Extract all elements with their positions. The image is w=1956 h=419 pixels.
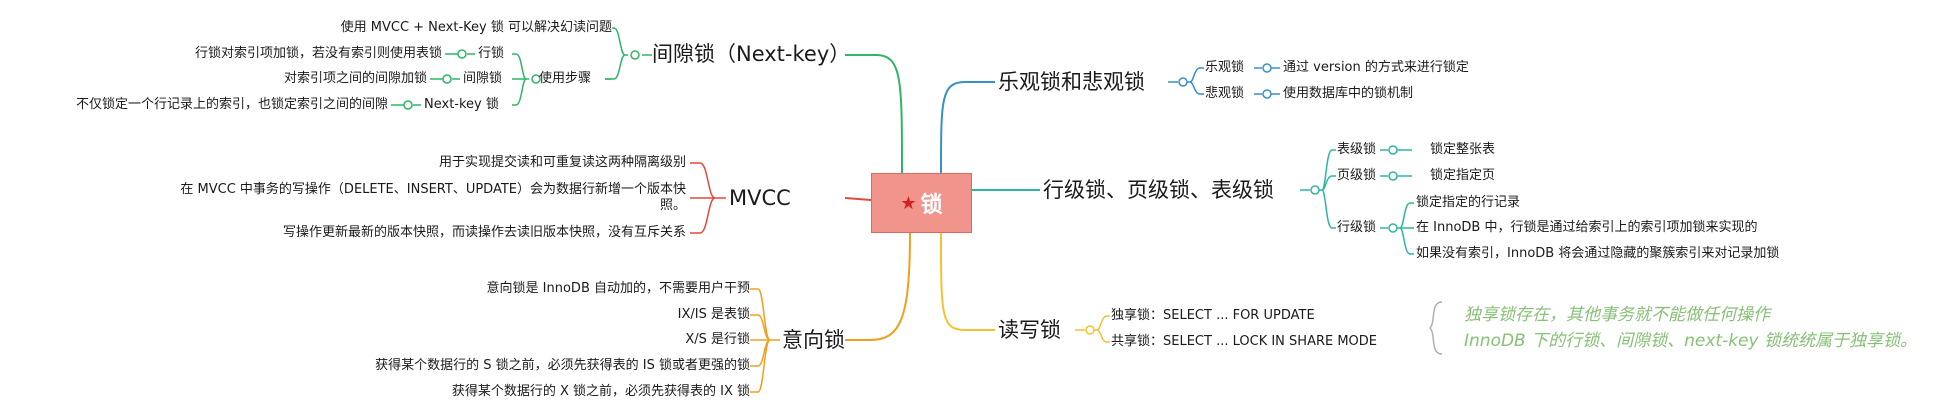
branch-intent-title[interactable]: 意向锁 bbox=[782, 328, 845, 352]
rw-note-1: 独享锁存在，其他事务就不能做任何操作 bbox=[1464, 305, 1770, 325]
optimistic-item-1-desc: 通过 version 的方式来进行锁定 bbox=[1283, 60, 1469, 75]
rw-item-2: 共享锁：SELECT ... LOCK IN SHARE MODE bbox=[1111, 334, 1378, 349]
mvcc-item-1: 用于实现提交读和可重复读这两种隔离级别 bbox=[438, 155, 686, 170]
intent-item-2: IX/IS 是表锁 bbox=[677, 307, 750, 322]
note-brace bbox=[1428, 301, 1443, 355]
granularity-item-3-name[interactable]: 行级锁 bbox=[1337, 220, 1377, 235]
granularity-item-3-desc-1: 锁定指定的行记录 bbox=[1416, 195, 1521, 210]
gap-desc: 使用 MVCC + Next-Key 锁 可以解决幻读问题 bbox=[340, 20, 612, 35]
gap-step-2-desc: 对索引项之间的间隙加锁 bbox=[283, 71, 427, 86]
granularity-item-3-desc-3: 如果没有索引，InnoDB 将会通过隐藏的聚簇索引来对记录加锁 bbox=[1416, 246, 1780, 261]
root-node[interactable]: ★ 锁 bbox=[871, 173, 972, 233]
gap-step-1-desc: 行锁对索引项加锁，若没有索引则使用表锁 bbox=[194, 46, 442, 61]
link-root-gap bbox=[845, 54, 903, 174]
granularity-item-2-name[interactable]: 页级锁 bbox=[1337, 168, 1377, 183]
optimistic-item-2-desc: 使用数据库中的锁机制 bbox=[1283, 86, 1414, 101]
star-icon: ★ bbox=[900, 192, 917, 214]
link-root-optimistic bbox=[940, 81, 995, 174]
mvcc-item-2: 在 MVCC 中事务的写操作（DELETE、INSERT、UPDATE）会为数据… bbox=[180, 182, 686, 213]
optimistic-item-1-name[interactable]: 乐观锁 bbox=[1205, 60, 1245, 75]
rw-note-2: InnoDB 下的行锁、间隙锁、next-key 锁统统属于独享锁。 bbox=[1464, 331, 1917, 351]
granularity-item-3-desc-2: 在 InnoDB 中，行锁是通过给索引上的索引项加锁来实现的 bbox=[1416, 220, 1758, 235]
granularity-item-1-name[interactable]: 表级锁 bbox=[1337, 142, 1377, 157]
rw-item-1: 独享锁：SELECT ... FOR UPDATE bbox=[1111, 308, 1315, 323]
branch-mvcc-title[interactable]: MVCC bbox=[729, 186, 791, 210]
gap-step-1-name[interactable]: 行锁 bbox=[478, 46, 505, 61]
intent-item-3: X/S 是行锁 bbox=[685, 332, 750, 347]
gap-usage[interactable]: 使用步骤 bbox=[539, 71, 592, 86]
mvcc-item-3: 写操作更新最新的版本快照，而读操作去读旧版本快照，没有互斥关系 bbox=[282, 225, 686, 240]
gap-step-3-name[interactable]: Next-key 锁 bbox=[424, 97, 499, 112]
branch-granularity-title[interactable]: 行级锁、页级锁、表级锁 bbox=[1043, 178, 1274, 202]
optimistic-item-2-name[interactable]: 悲观锁 bbox=[1205, 86, 1245, 101]
intent-item-5: 获得某个数据行的 X 锁之前，必须先获得表的 IX 锁 bbox=[451, 384, 750, 399]
branch-rw-title[interactable]: 读写锁 bbox=[998, 318, 1061, 342]
granularity-item-2-desc: 锁定指定页 bbox=[1430, 168, 1496, 183]
branch-gap-title[interactable]: 间隙锁（Next-key） bbox=[652, 42, 851, 66]
granularity-item-1-desc: 锁定整张表 bbox=[1430, 142, 1496, 157]
link-root-rw bbox=[940, 232, 995, 331]
root-label: 锁 bbox=[920, 193, 943, 218]
link-root-intent bbox=[845, 232, 911, 341]
gap-step-2-name[interactable]: 间隙锁 bbox=[463, 71, 503, 86]
intent-item-4: 获得某个数据行的 S 锁之前，必须先获得表的 IS 锁或者更强的锁 bbox=[375, 358, 750, 373]
intent-item-1: 意向锁是 InnoDB 自动加的，不需要用户干预 bbox=[486, 281, 750, 296]
gap-step-3-desc: 不仅锁定一个行记录上的索引，也锁定索引之间的间隙 bbox=[75, 97, 388, 112]
branch-optimistic-title[interactable]: 乐观锁和悲观锁 bbox=[998, 70, 1145, 94]
link-root-mvcc bbox=[844, 197, 872, 201]
